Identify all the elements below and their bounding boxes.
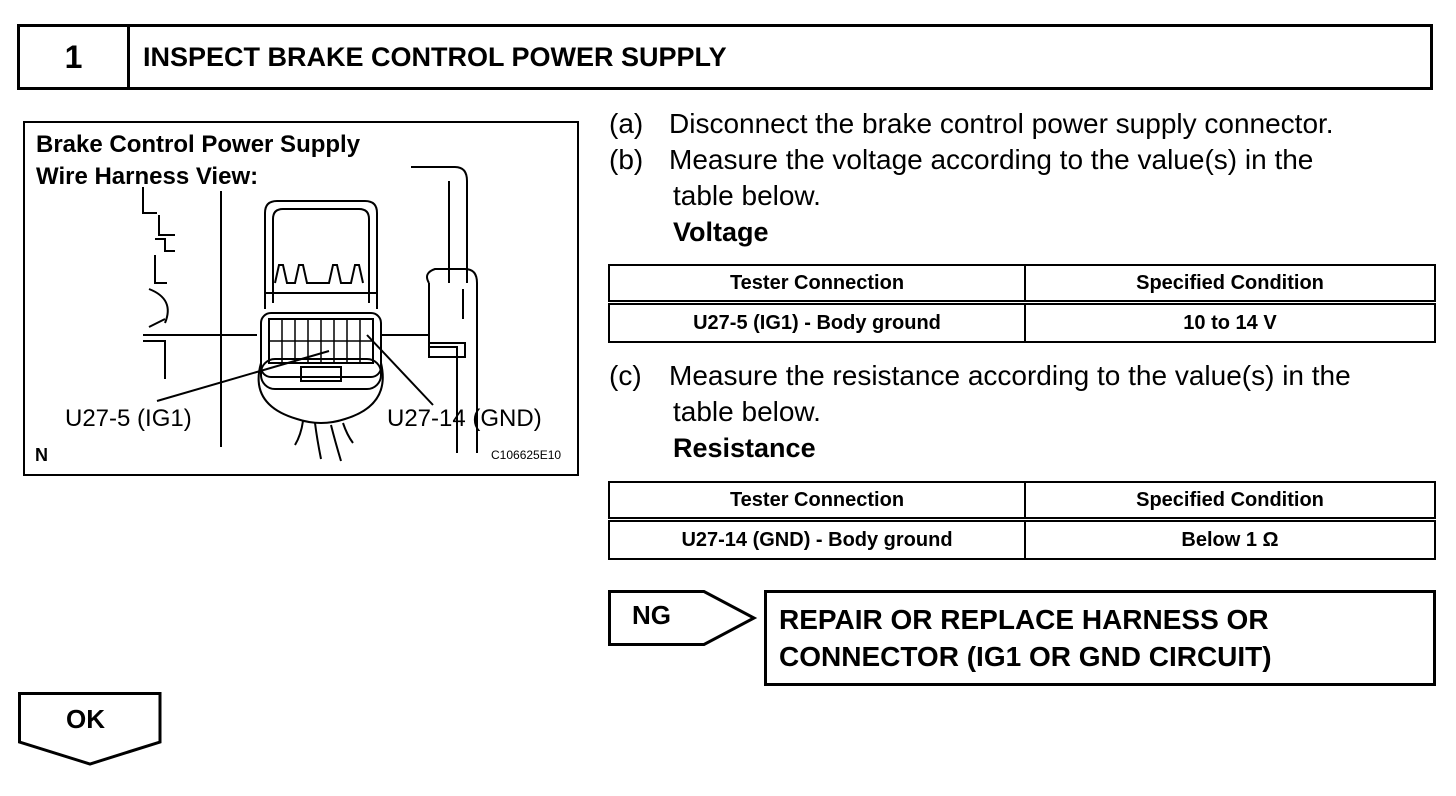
step-header: 1 INSPECT BRAKE CONTROL POWER SUPPLY	[17, 24, 1433, 90]
table-header-cell: Tester Connection	[608, 264, 1026, 305]
step-number: 1	[20, 27, 130, 87]
ok-arrow-shape	[18, 692, 162, 766]
connector-illustration: Brake Control Power Supply Wire Harness …	[23, 121, 579, 476]
ng-result-line1: REPAIR OR REPLACE HARNESS OR	[779, 604, 1269, 635]
bracket-piece	[148, 318, 166, 328]
table-cell: 10 to 14 V	[1024, 301, 1436, 343]
figure-code: C106625E10	[491, 448, 562, 462]
wire	[342, 422, 354, 444]
voltage-heading: Voltage	[673, 217, 769, 247]
bracket-right	[411, 166, 468, 283]
leader-line-gnd	[366, 334, 434, 406]
resistance-table: Tester Connection Specified Condition U2…	[608, 481, 1436, 560]
leader-line-ig1	[156, 350, 330, 402]
resistance-heading: Resistance	[673, 433, 816, 463]
table-header-row: Tester Connection Specified Condition	[608, 481, 1436, 522]
illustration-title-line1: Brake Control Power Supply	[36, 131, 361, 158]
lock-tab	[300, 366, 342, 382]
wire	[314, 422, 322, 460]
connector-drawing	[142, 166, 478, 462]
instruction-a: (a) Disconnect the brake control power su…	[609, 106, 1334, 142]
table-header-cell: Tester Connection	[608, 481, 1026, 522]
instruction-text: Disconnect the brake control power suppl…	[669, 108, 1334, 139]
illustration-title-line2: Wire Harness View:	[36, 163, 259, 190]
table-row: U27-5 (IG1) - Body ground 10 to 14 V	[608, 301, 1436, 343]
wire	[294, 420, 304, 446]
ok-arrow: OK	[18, 692, 162, 766]
connector-lower-lock	[260, 358, 382, 390]
bracket-piece	[143, 340, 166, 379]
ng-arrow-shape	[608, 590, 758, 646]
ng-label: NG	[632, 600, 671, 630]
ok-label: OK	[66, 704, 105, 734]
instruction-text: Measure the voltage according to the val…	[669, 144, 1314, 175]
table-row: U27-14 (GND) - Body ground Below 1 Ω	[608, 518, 1436, 560]
connector-face	[260, 312, 382, 378]
connector-latch	[274, 264, 364, 284]
ng-result-line2: CONNECTOR (IG1 OR GND CIRCUIT)	[779, 641, 1272, 672]
instruction-marker: (a)	[609, 108, 644, 139]
table-header-cell: Specified Condition	[1024, 481, 1436, 522]
instruction-marker: (b)	[609, 144, 644, 175]
corner-mark: N	[35, 445, 48, 465]
connector-housing	[264, 200, 378, 309]
bracket-piece	[142, 187, 157, 214]
bracket-right	[428, 283, 458, 453]
terminal-grid	[269, 319, 373, 363]
instruction-text: Measure the resistance according to the …	[669, 360, 1351, 391]
bracket-piece	[155, 238, 175, 252]
instruction-marker: (c)	[609, 360, 642, 391]
ng-result-box: REPAIR OR REPLACE HARNESS OR CONNECTOR (…	[764, 590, 1436, 686]
voltage-table: Tester Connection Specified Condition U2…	[608, 264, 1436, 343]
instruction-c-continued: table below.	[673, 396, 821, 427]
connector-housing-inner	[272, 208, 370, 303]
table-header-row: Tester Connection Specified Condition	[608, 264, 1436, 305]
instruction-b: (b) Measure the voltage according to the …	[609, 142, 1313, 178]
step-title: INSPECT BRAKE CONTROL POWER SUPPLY	[143, 41, 727, 72]
terminal-label-ig1: U27-5 (IG1)	[65, 405, 192, 432]
terminal-label-gnd: U27-14 (GND)	[387, 405, 542, 432]
bracket-piece	[148, 288, 169, 324]
wire	[330, 424, 342, 462]
bracket-tab	[428, 342, 466, 358]
bracket-right	[426, 268, 478, 453]
table-header-cell: Specified Condition	[1024, 264, 1436, 305]
wire-boot	[257, 362, 384, 424]
ng-arrow: NG	[608, 590, 758, 646]
table-cell: U27-5 (IG1) - Body ground	[608, 301, 1026, 343]
bracket-piece	[158, 215, 175, 236]
instruction-b-continued: table below.	[673, 180, 821, 211]
instruction-c: (c) Measure the resistance according to t…	[609, 358, 1351, 394]
bracket-piece	[154, 255, 167, 284]
table-cell: U27-14 (GND) - Body ground	[608, 518, 1026, 560]
table-cell: Below 1 Ω	[1024, 518, 1436, 560]
